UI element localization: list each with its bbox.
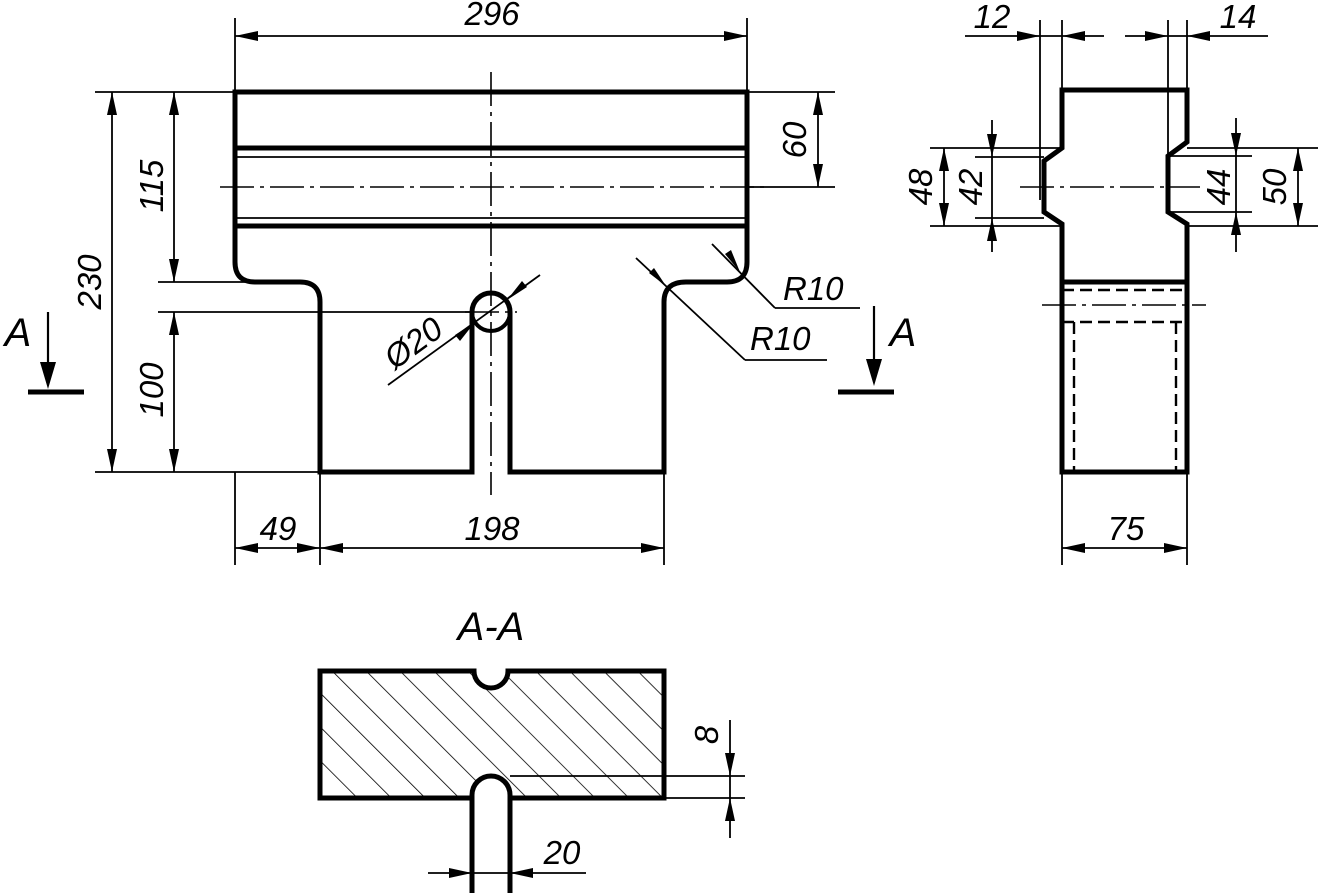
arrow: [1187, 31, 1210, 41]
dim-top-band-height: 60: [776, 121, 813, 158]
arrow: [866, 359, 882, 386]
arrow: [1231, 212, 1241, 235]
arrow: [1293, 203, 1303, 226]
dim-fillet-radius-1: R10: [783, 270, 844, 307]
arrow: [987, 218, 997, 241]
section-label-left: A: [3, 311, 32, 355]
arrow: [169, 312, 179, 335]
arrow: [641, 543, 664, 553]
dim-side-right-step: 14: [1220, 0, 1257, 35]
arrow: [939, 203, 949, 226]
dim-side-width: 75: [1108, 510, 1145, 547]
arrow: [987, 134, 997, 157]
arrow: [169, 449, 179, 472]
arrow: [725, 753, 735, 776]
arrow: [235, 543, 258, 553]
section-label-right: A: [888, 311, 917, 355]
arrow: [1145, 31, 1168, 41]
dim-side-right-inner: 44: [1200, 169, 1237, 206]
section-title: A-A: [456, 605, 525, 649]
leader-radius-1: [711, 243, 776, 309]
arrow: [1062, 543, 1085, 553]
side-view: 12 14 48 42 44 50: [902, 0, 1318, 565]
section-hatch-area: [320, 671, 664, 798]
arrow: [725, 250, 740, 272]
arrow: [510, 868, 533, 878]
dim-fillet-radius-2: R10: [750, 320, 811, 357]
arrow: [40, 362, 56, 389]
dim-section-slot-width: 20: [543, 834, 581, 871]
arrow: [1293, 148, 1303, 171]
arrow: [455, 322, 475, 341]
dim-upper-height: 115: [133, 159, 170, 212]
arrow: [724, 31, 747, 41]
arrow: [939, 148, 949, 171]
dim-lower-height: 100: [133, 362, 170, 418]
section-marker-right: A: [838, 306, 917, 395]
arrow: [813, 92, 823, 115]
dim-section-depth: 8: [688, 725, 725, 744]
arrow: [320, 543, 343, 553]
arrow: [169, 92, 179, 115]
dim-overall-height: 230: [71, 254, 108, 311]
arrow: [169, 259, 179, 282]
arrow: [107, 449, 117, 472]
arrow: [235, 31, 258, 41]
front-view: 296 60 115 230 100 49 198 Ø20: [3, 0, 917, 565]
section-marker-left: A: [3, 311, 84, 395]
arrow: [107, 92, 117, 115]
arrow: [1164, 543, 1187, 553]
dim-side-right-outer: 50: [1256, 168, 1293, 205]
section-view: A-A 8 20: [317, 605, 745, 893]
dim-base-width: 198: [464, 510, 520, 547]
arrow: [813, 164, 823, 187]
arrow: [449, 868, 472, 878]
dim-side-left-inner: 42: [952, 169, 989, 206]
dim-side-left-step: 12: [974, 0, 1011, 35]
arrow: [1231, 133, 1241, 156]
dim-overall-width: 296: [463, 0, 520, 32]
arrow: [1017, 31, 1040, 41]
arrow: [297, 543, 320, 553]
arrow: [1062, 31, 1085, 41]
dim-side-left-outer: 48: [902, 168, 939, 205]
arrow: [649, 268, 666, 286]
arrow: [507, 281, 527, 300]
arrow: [725, 798, 735, 821]
dim-left-offset: 49: [260, 510, 297, 547]
